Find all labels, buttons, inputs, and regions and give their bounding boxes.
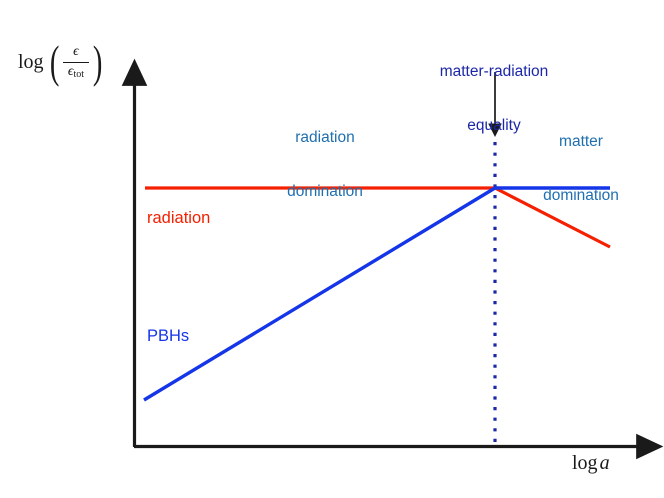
x-axis-label-log: log [572,452,598,474]
denominator-symbol: ϵ [67,63,74,79]
annotation-radiation-domination-line1: radiation [295,128,355,146]
annotation-radiation-domination: radiation domination [240,92,410,238]
y-axis-label-numerator: ϵ [73,44,79,60]
annotation-radiation-domination-line2: domination [287,183,363,201]
y-axis-label-fraction: ϵ ϵtot [62,44,90,81]
annotation-matter-radiation-equality: matter-radiation equality [396,26,592,172]
y-axis-label-close-paren: ) [93,36,103,87]
curve-pbhs [143,186,610,402]
annotation-equality-line2: equality [467,117,521,135]
annotation-matter-domination-line1: matter [559,132,603,150]
curve-label-pbhs: PBHs [147,327,190,345]
y-axis-label-denominator: ϵtot [63,63,89,81]
denominator-subscript: tot [73,68,85,80]
x-axis-label-variable: a [599,452,610,474]
curve-label-radiation: radiation [147,209,211,227]
y-axis-label-log: log [18,50,44,73]
annotation-matter-domination-line2: domination [543,187,619,205]
fraction-bar [62,61,90,63]
y-axis-label: log ( ϵ ϵtot ) [18,36,105,87]
annotation-matter-domination: matter domination [508,96,654,242]
annotation-equality-line1: matter-radiation [439,62,549,80]
y-axis-label-open-paren: ( [49,36,59,87]
